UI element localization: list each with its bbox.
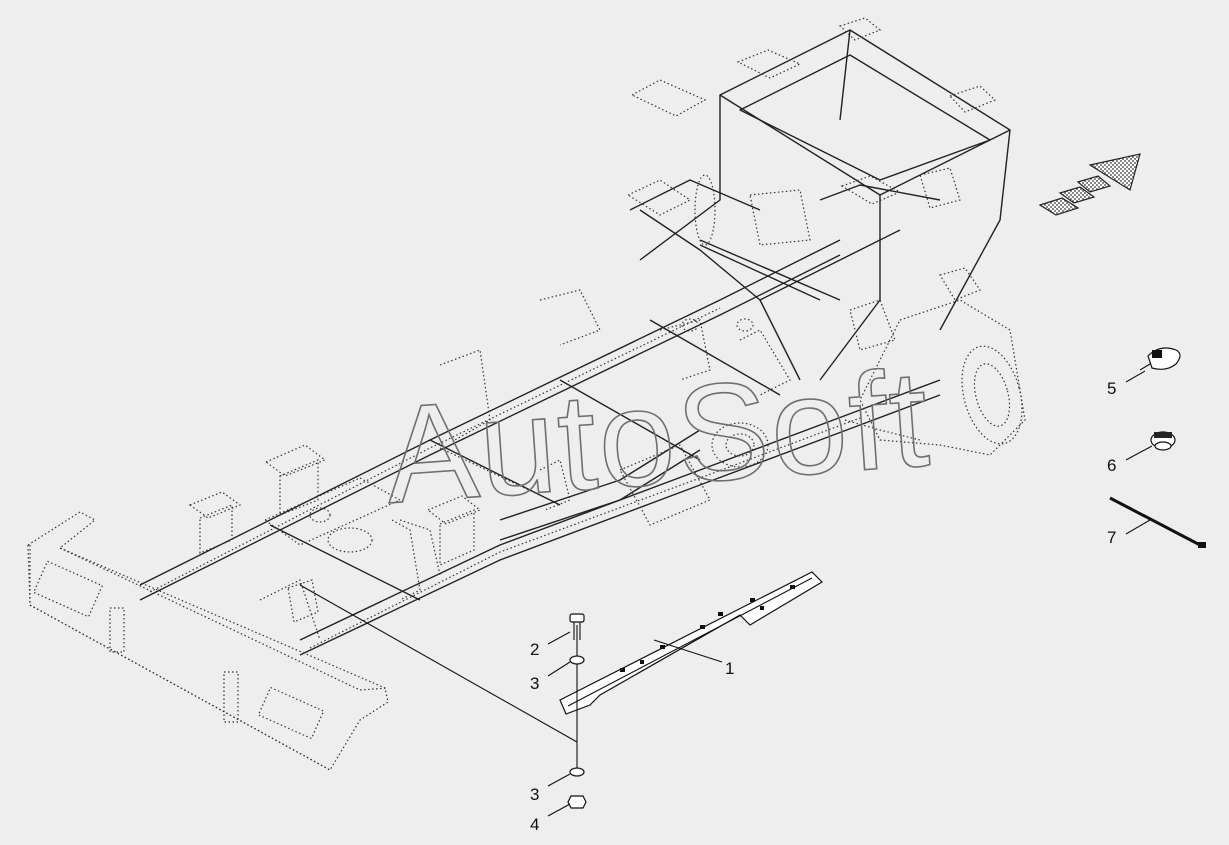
watermark-text: AutoSoft (380, 341, 935, 533)
callout-7: 7 (1107, 528, 1116, 547)
callout-leaders (547, 370, 1153, 817)
central-tube-section (499, 422, 769, 541)
part-1-protection-strip (559, 571, 823, 715)
callout-6: 6 (1107, 456, 1116, 475)
part-6-bushing-icon (1150, 431, 1176, 451)
part-7-cable-tie-icon (1109, 496, 1206, 548)
assembly-leader-line (299, 584, 578, 743)
callout-2: 2 (530, 640, 539, 659)
front-mount-brackets (188, 444, 482, 566)
direction-arrow-icon (1038, 153, 1141, 216)
bolt-stack (567, 613, 587, 809)
callout-5: 5 (1107, 379, 1116, 398)
suspension-links (439, 289, 791, 441)
callout-3-upper: 3 (530, 674, 539, 693)
front-bumper (27, 511, 389, 771)
callout-4: 4 (530, 815, 539, 834)
rear-axle-housing (844, 267, 1026, 456)
callout-1: 1 (725, 659, 734, 678)
bracket-mount-point (287, 579, 319, 623)
part-5-clamp-icon (1139, 347, 1181, 371)
right-side-rail (299, 379, 941, 656)
engine-mount-area (259, 477, 441, 641)
callout-3-lower: 3 (530, 785, 539, 804)
rear-truss-structure (626, 17, 1011, 381)
